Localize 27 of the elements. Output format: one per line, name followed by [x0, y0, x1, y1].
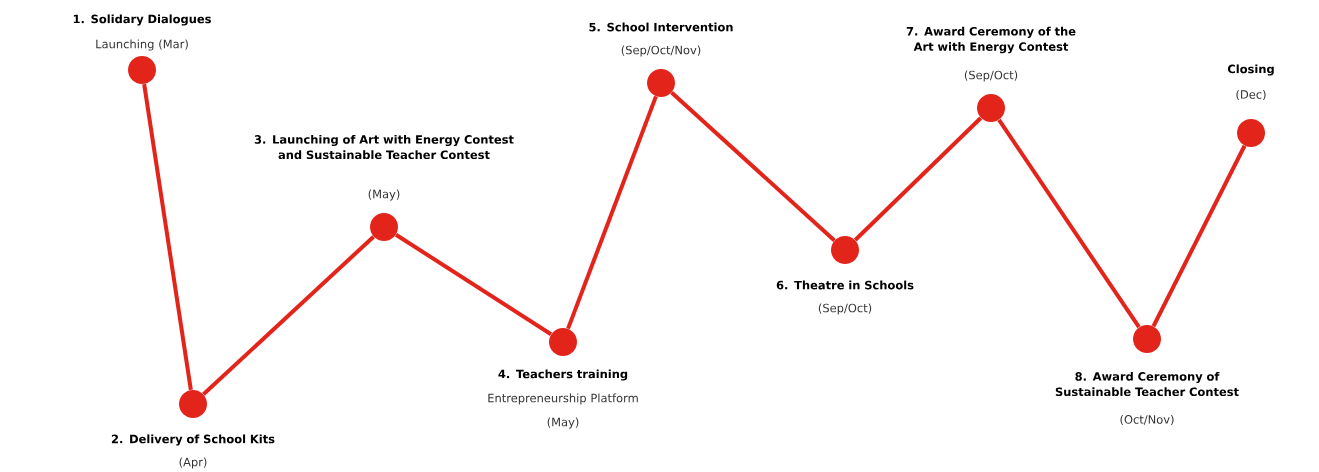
- milestone-detail: (Apr): [179, 457, 207, 469]
- milestone-title: 1. Solidary Dialogues: [73, 14, 211, 26]
- timeline-line: [142, 83, 193, 391]
- milestone-title: 5. School Intervention: [589, 22, 733, 32]
- milestone-title: 3. Launching of Art with Energy Contest and Sustainable Teacher Contest: [254, 134, 514, 160]
- timeline-line: [670, 91, 836, 242]
- milestone-title: 2. Delivery of School Kits: [111, 434, 275, 446]
- milestone-detail: (May): [547, 417, 579, 429]
- milestone-title: 7. Award Ceremony of the Art with Energy Contest: [906, 26, 1076, 54]
- milestone-title: 6. Theatre in Schools: [776, 280, 914, 290]
- milestone-title: 4. Teachers training: [498, 369, 628, 381]
- timeline-line: [566, 95, 658, 330]
- timeline-line: [853, 116, 983, 242]
- milestone-detail: (May): [368, 189, 400, 201]
- milestone-detail: (Dec): [1236, 89, 1266, 101]
- milestone-detail: Entrepreneurship Platform: [488, 393, 638, 405]
- timeline-line: [997, 118, 1141, 329]
- milestone-title: 8. Award Ceremony of Sustainable Teacher Contest: [1055, 371, 1239, 397]
- timeline-line: [394, 233, 553, 336]
- milestone-detail: (Sep/Oct): [818, 303, 872, 315]
- milestone-title: Closing: [1227, 64, 1274, 76]
- milestone-detail: (Oct/Nov): [1120, 414, 1174, 426]
- milestone-detail: (Sep/Oct): [964, 70, 1018, 82]
- timeline-line: [202, 235, 375, 396]
- milestone-detail: (Sep/Oct/Nov): [621, 45, 701, 57]
- milestone-detail: Launching (Mar): [96, 39, 188, 51]
- timeline-line: [1151, 144, 1247, 328]
